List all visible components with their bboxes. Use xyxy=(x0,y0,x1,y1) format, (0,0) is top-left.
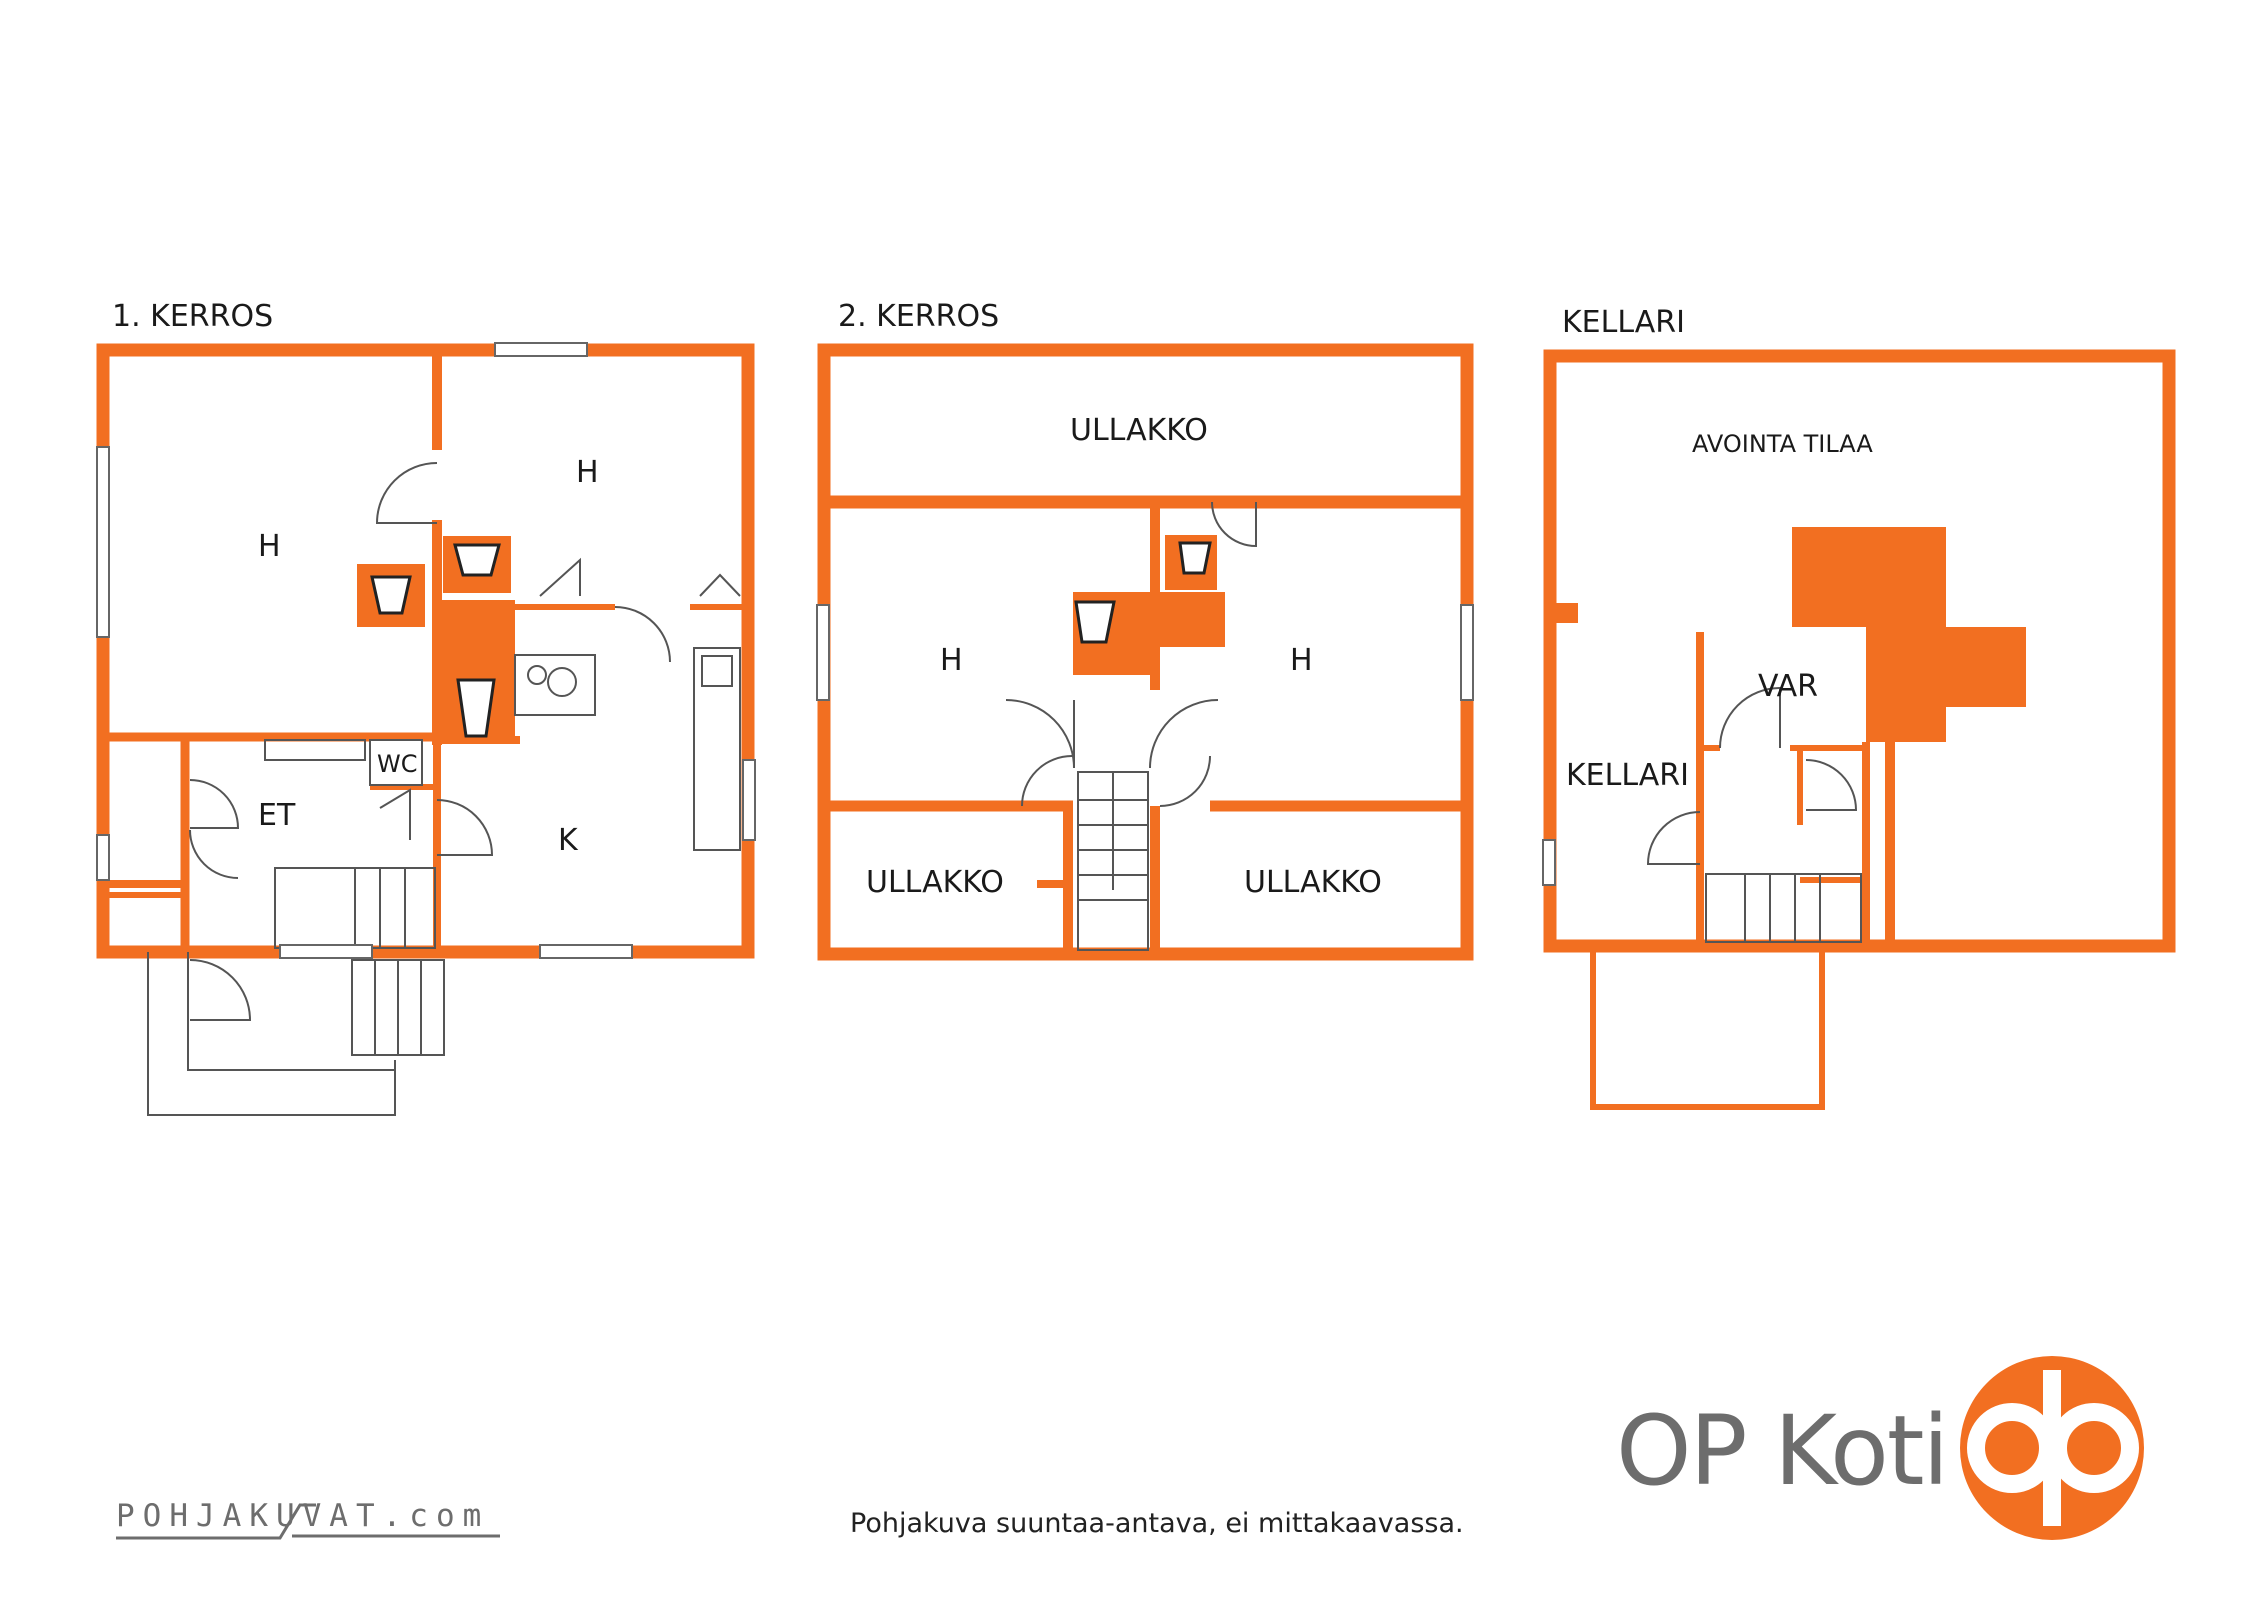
disclaimer-note: Pohjakuva suuntaa-antava, ei mittakaavas… xyxy=(850,1508,1464,1539)
room-label-ullakko: ULLAKKO xyxy=(1244,865,1382,900)
basement: KELLARI AVOINTA TILAA VAR KELLARI xyxy=(1542,305,2176,1110)
room-label-ullakko: ULLAKKO xyxy=(1070,413,1208,448)
floor-1-title: 1. KERROS xyxy=(112,299,273,334)
room-label-h: H xyxy=(258,529,281,564)
room-label-kellari: KELLARI xyxy=(1566,758,1689,793)
floor-2: 2. KERROS ULLAKKO H xyxy=(816,299,1474,961)
room-label-h: H xyxy=(1290,643,1313,678)
op-koti-brand: OP Koti xyxy=(1616,1395,1949,1507)
floor-1: 1. KERROS xyxy=(96,299,756,1116)
pohjakuvat-logo: POHJAKUVAT.com xyxy=(116,1498,490,1534)
room-label-et: ET xyxy=(258,798,296,833)
room-label-ullakko: ULLAKKO xyxy=(866,865,1004,900)
room-label-wc: WC xyxy=(377,750,418,778)
room-label-var: VAR xyxy=(1758,669,1818,704)
room-label-h: H xyxy=(576,455,599,490)
op-logo-icon xyxy=(1960,1356,2144,1540)
floor-2-title: 2. KERROS xyxy=(838,299,999,334)
room-label-avointa-tilaa: AVOINTA TILAA xyxy=(1692,430,1873,458)
room-label-k: K xyxy=(558,823,579,858)
pohjakuvat-logo-mark xyxy=(116,1503,500,1540)
room-label-h: H xyxy=(940,643,963,678)
basement-title: KELLARI xyxy=(1562,305,1685,340)
